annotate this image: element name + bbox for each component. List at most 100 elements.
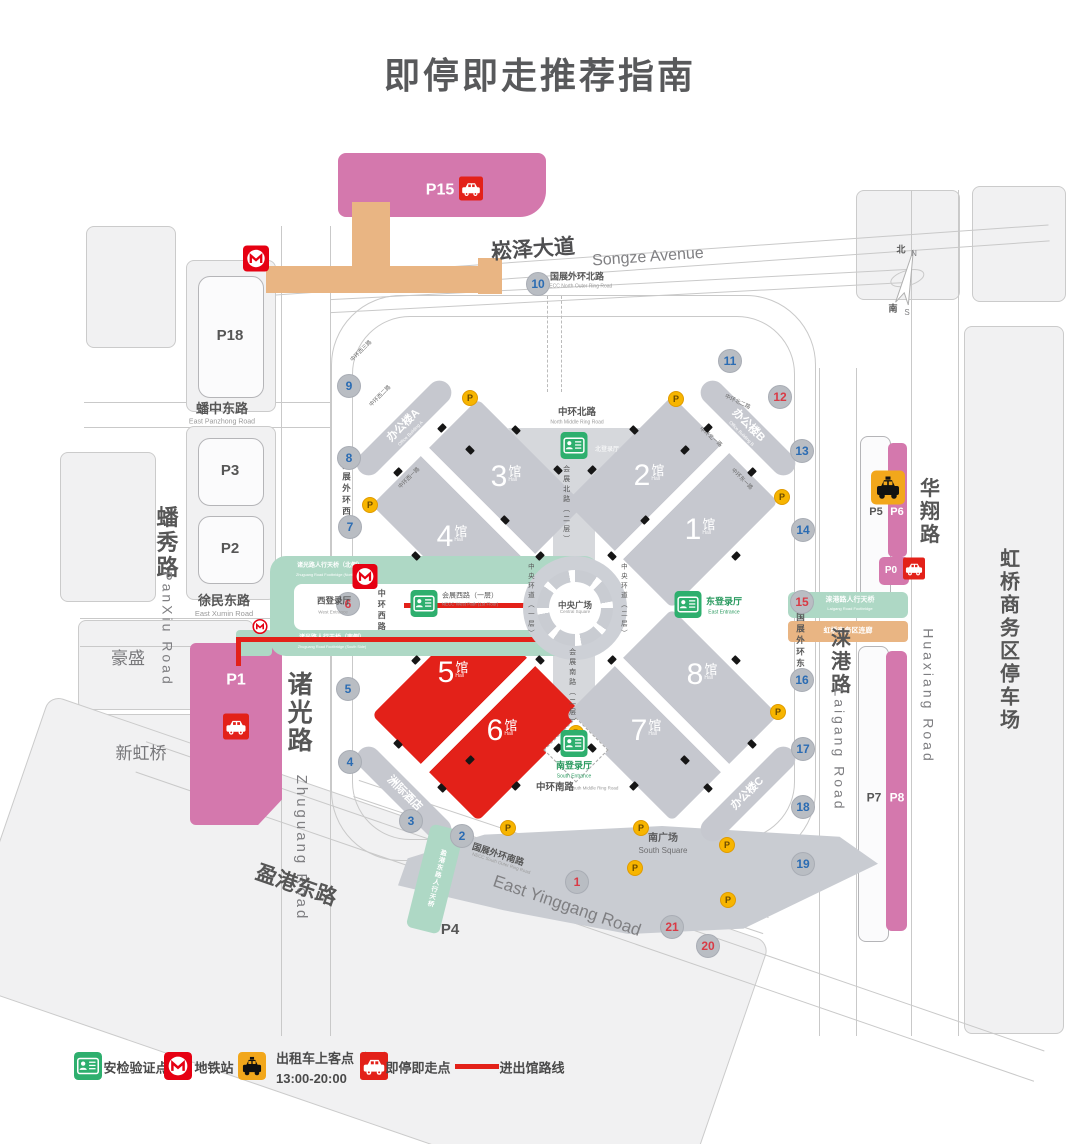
gate-number-2: 2 <box>450 824 474 848</box>
parking-p3 <box>198 438 264 506</box>
road-label: 会展南路（二层） <box>568 648 576 728</box>
legend-security-label: 安检验证点 <box>103 1060 169 1076</box>
parking-pin-icon: P <box>720 892 736 908</box>
road-label: 中央环道（一层） <box>526 563 534 639</box>
dropoff-car-icon <box>903 557 925 585</box>
south-entrance-label-en: South Entrance <box>556 773 592 780</box>
metro-station-icon <box>243 245 269 277</box>
road-label: Huaxiang Road <box>920 628 937 764</box>
road-laigang <box>819 368 857 1036</box>
east-entrance-label-en: East Entrance <box>708 609 740 616</box>
parking-p4-label: P4 <box>440 921 460 939</box>
gate-number-18: 18 <box>791 795 815 819</box>
west-entrance-badge-icon <box>410 590 438 622</box>
east-entrance-label: 东登录厅 <box>705 596 743 607</box>
road-label: East Panzhong Road <box>188 418 256 426</box>
parking-pin-icon: P <box>500 820 516 836</box>
road-label: 中环西路 <box>377 589 387 633</box>
parking-p5-label: P5 <box>869 506 883 519</box>
legend-route-label: 进出馆路线 <box>499 1060 565 1076</box>
parking-p6-label: P6 <box>890 506 904 519</box>
zhuguang-footbridge-south-ext <box>236 630 272 656</box>
road-label: North Middle Ring Road <box>550 419 604 426</box>
road-label: 新虹桥 <box>115 744 167 764</box>
parking-pin-icon: P <box>633 820 649 836</box>
parking-p18-label: P18 <box>216 327 244 345</box>
road-label: NECC North Outer Ring Road <box>545 283 613 290</box>
parking-pin-icon: P <box>462 390 478 406</box>
parking-pin-icon: P <box>362 497 378 513</box>
parking-pin-icon: P <box>627 860 643 876</box>
road-label: 中央环道（二层） <box>619 563 627 639</box>
dashed-road <box>547 296 548 392</box>
taxi-pickup-icon <box>871 470 905 510</box>
south-entrance-label: 南登录厅 <box>555 760 593 771</box>
dashed-road <box>561 296 562 392</box>
central-plaza-label: 中央广场 <box>557 600 592 611</box>
compass-north: 北 <box>896 244 906 255</box>
gate-number-17: 17 <box>791 737 815 761</box>
road-huaxiang <box>911 190 959 1036</box>
road-label: East Xumin Road <box>194 609 254 619</box>
parking-pin-icon: P <box>774 489 790 505</box>
parking-p2-label: P2 <box>220 540 240 558</box>
parking-p2 <box>198 516 264 584</box>
city-block <box>60 452 156 602</box>
parking-p3-label: P3 <box>220 462 240 480</box>
parking-p8-label: P8 <box>889 790 905 805</box>
road-label: 蟠中东路 <box>195 401 249 417</box>
city-block <box>972 186 1066 302</box>
road-label: 会展北路（二层） <box>562 465 570 545</box>
zg-north-bridge-label: 诸光路人行天桥（北侧） <box>296 562 364 569</box>
security-check-icon <box>74 1052 102 1085</box>
road-label: 会展西路（一层） <box>442 592 498 600</box>
road-label: 涞港路 <box>827 627 850 697</box>
route-south-bridge <box>236 637 566 642</box>
gate-number-10: 10 <box>526 272 550 296</box>
gate-number-15: 15 <box>790 590 814 614</box>
route-p1-stub <box>236 640 241 666</box>
road-label: Zhuguang Road <box>292 774 310 922</box>
compass-north-en: N <box>911 248 917 258</box>
route-line-sample <box>455 1064 499 1069</box>
corridor-label: 虹桥商务区连廊 <box>823 627 873 635</box>
compass-south: 南 <box>888 303 898 314</box>
metro-icon <box>164 1052 192 1085</box>
road-label: 中环南路 <box>535 782 575 794</box>
central-plaza-label-en: Central Square <box>559 609 591 615</box>
road-label: 国展外环西路 <box>341 460 352 530</box>
route-west-path <box>404 603 536 608</box>
road-label: Laigang Road <box>831 688 848 812</box>
gate-number-14: 14 <box>791 518 815 542</box>
gate-number-8: 8 <box>337 446 361 470</box>
parking-p0-label: P0 <box>884 564 898 576</box>
north-entrance-badge-icon <box>560 432 588 464</box>
city-block <box>86 226 176 348</box>
zg-south-bridge-label-en: Zhuguang Road Footbridge (South Side) <box>297 645 367 650</box>
road-label: 蟠秀路 <box>153 505 179 581</box>
west-entrance-label-en: West Entrance <box>318 609 348 615</box>
road-label: PanXiu Road <box>159 571 176 687</box>
road-label: 徐民东路 <box>197 593 251 609</box>
gate-number-1: 1 <box>565 870 589 894</box>
road-label: South Middle Ring Road <box>569 785 619 791</box>
road-label: 豪盛 <box>111 649 145 669</box>
business-district-corridor <box>788 621 908 642</box>
zg-north-bridge-label-en: Zhuguang Road Footbridge (North Side) <box>296 573 364 578</box>
legend: 安检验证点 地铁站 出租车上客点（P6） 13:00-20:00 即停即走点 进… <box>0 1040 1080 1120</box>
city-block <box>964 326 1064 1034</box>
central-plaza-core: 中央广场 Central Square <box>549 582 601 634</box>
parking-p1-label: P1 <box>226 671 246 689</box>
east-entrance-badge-icon <box>674 591 702 623</box>
parking-p15-label: P15 <box>425 181 455 199</box>
metro-station-icon <box>352 564 378 594</box>
parking-p8-strip <box>886 651 907 931</box>
